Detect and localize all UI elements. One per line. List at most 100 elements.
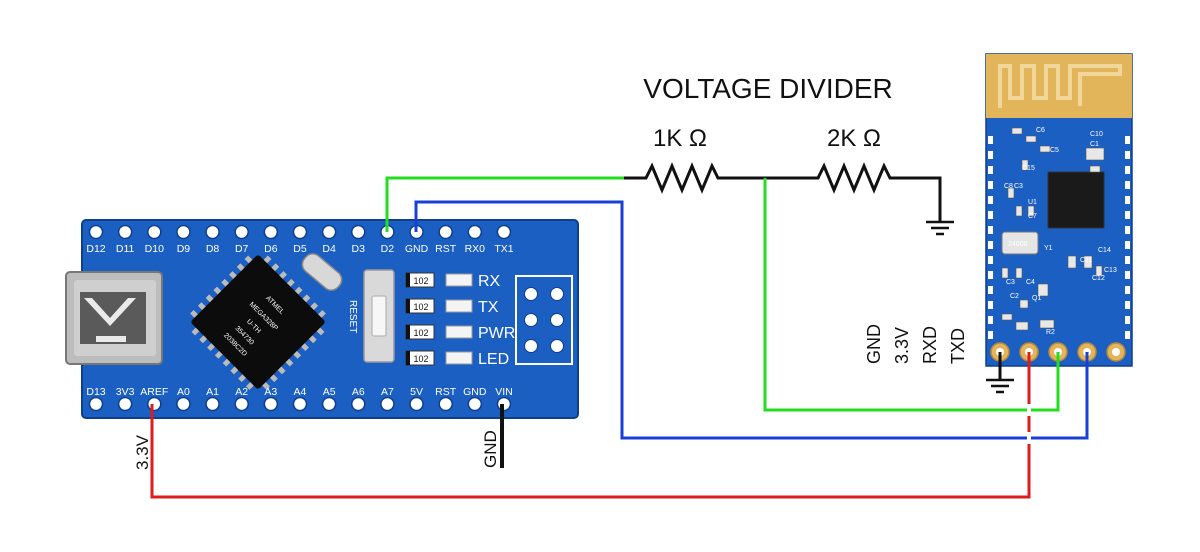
top-pin-hole [321,224,337,240]
led-resistor-code: 102 [413,302,428,312]
top-pin-hole [117,224,133,240]
bottom-pin-label: RST [435,386,457,398]
bottom-pin-label: A7 [381,386,394,398]
bt-part-label: Q1 [1032,295,1041,302]
bottom-pin-hole [438,396,453,412]
top-pin-hole [263,224,279,240]
led-tx [445,299,473,313]
top-pin-hole [88,224,104,240]
bt-part-label: C12 [1092,275,1105,282]
bt-part-label: C1 [1090,141,1099,148]
wire-green-divider-to-rxd [763,178,1060,412]
icsp-pin [524,313,538,327]
bottom-pin-hole [117,396,133,412]
top-pin-hole [205,224,220,240]
bt-part-label: U1 [1028,199,1037,206]
top-pin-label: D12 [86,243,105,255]
wire-label-3v3: 3.3V [133,434,152,470]
wire-green-d3-to-1k [385,176,624,232]
bt-part-label: 24000 [1008,241,1028,248]
top-pin-label: D6 [264,243,278,255]
bottom-pin-hole [205,396,220,412]
led-label: RX [478,273,501,290]
top-pin-label: TX1 [494,243,513,255]
bt-part-label: C15 [1022,165,1035,172]
led-led [445,351,473,365]
resistor-2k [798,162,942,222]
bt-part-label: C14 [1098,247,1111,254]
bt-part-label: Y1 [1044,245,1053,252]
bottom-pin-label: A0 [177,386,190,398]
usb-connector [65,271,163,365]
top-pin-label: GND [405,243,429,255]
led-label: TX [478,299,499,316]
bt-pin-label-rxd: RXD [920,326,940,364]
bt-part-label: C6 [1036,127,1045,134]
led-pwr [445,325,473,339]
top-pin-hole [234,224,249,240]
top-pin-label: RST [435,243,457,255]
top-pin-label: D3 [352,243,366,255]
bottom-pin-label: 3V3 [116,386,135,398]
bottom-pin-label: D13 [86,386,105,398]
bottom-pin-label: GND [463,386,487,398]
wire-blue-d2-to-txd [414,200,1089,440]
bottom-pin-label: A3 [264,386,277,398]
bt-part-label: C4 [1026,279,1035,286]
bt-part-label: C3 [1014,183,1023,190]
ground-symbol-divider [926,220,954,236]
led-resistor-code: 102 [413,354,428,364]
reset-label: RESET [347,300,358,333]
led-resistor-code: 102 [413,328,428,338]
bottom-pin-label: A5 [323,386,336,398]
bottom-pin-label: VIN [495,386,513,398]
bottom-pin-hole [88,396,104,412]
bottom-pin-hole [380,396,395,412]
icsp-pin [550,287,564,301]
bottom-pin-hole [234,396,249,412]
bt-crystal [1001,231,1039,255]
led-rx [445,273,473,287]
diagram-title: VOLTAGE DIVIDER [643,73,892,104]
bt-part-label: C8 [1004,183,1013,190]
top-pin-hole [467,224,483,240]
reset-button[interactable] [363,269,395,363]
icsp-pin [550,339,564,353]
resistor-1k-label: 1K Ω [653,125,707,152]
top-pin-label: D9 [177,243,191,255]
top-pin-label: D4 [322,243,336,255]
ground-symbol-bt [986,378,1014,394]
resistor-1k [624,162,736,194]
bottom-pin-hole [176,396,191,412]
bt-pin-label-gnd: GND [864,324,884,364]
antenna-trace [998,64,1122,108]
top-pin-hole [351,224,366,240]
top-pin-label: D5 [293,243,307,255]
bottom-pin-label: A2 [235,386,248,398]
bt-part-label: C11 [1080,257,1092,264]
bt-part-label: C13 [1104,267,1117,274]
icsp-header [515,275,573,365]
icsp-pin [524,339,538,353]
wire-label-gnd: GND [481,430,500,468]
top-pin-label: RX0 [465,243,486,255]
top-pin-label: D10 [145,243,164,255]
bottom-pin-hole [409,396,424,412]
bottom-pin-hole [147,396,162,412]
top-pin-hole [438,224,453,240]
mcu-chip: ATMEL MEGA328P U-TH 354730 2038C2D [190,255,326,390]
bottom-pin-hole [263,396,279,412]
top-pin-label: D11 [116,243,135,255]
bottom-pin-hole [292,396,308,412]
icsp-pin [524,287,538,301]
top-pin-label: D8 [206,243,220,255]
top-pin-hole [147,224,162,240]
bt-components [988,127,1130,339]
icsp-pin [550,313,564,327]
wire-red-3v3-to-bt [150,352,1031,499]
